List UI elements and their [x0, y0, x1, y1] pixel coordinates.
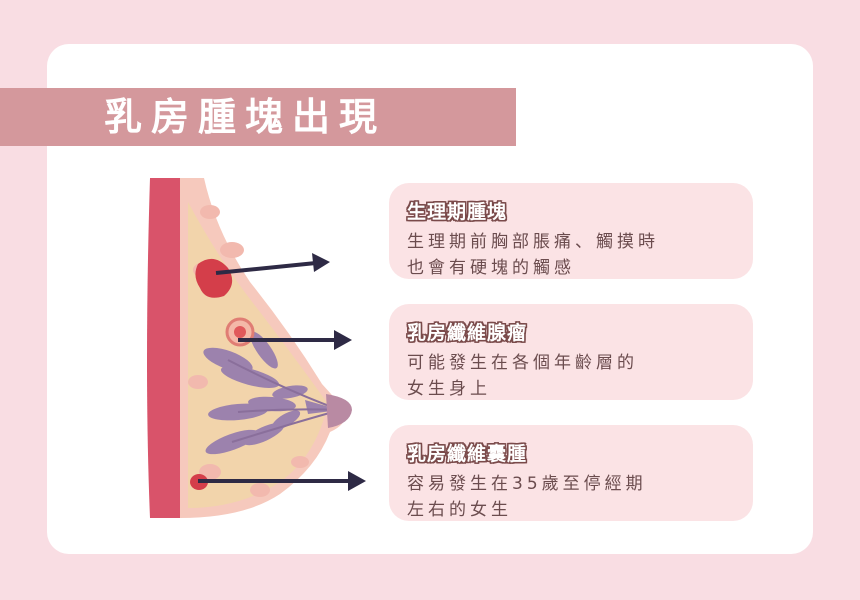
info-box-text: 可能發生在各個年齡層的	[407, 353, 638, 373]
info-box-menstrual-lump: 生理期腫塊 生理期前胸部脹痛、觸摸時 也會有硬塊的觸感	[389, 183, 753, 279]
nipple	[326, 394, 352, 428]
info-box-fibrocystic: 乳房纖維囊腫 容易發生在35歲至停經期 左右的女生	[389, 425, 753, 521]
chest-wall	[147, 178, 182, 518]
info-box-text: 容易發生在35歲至停經期	[407, 474, 647, 494]
info-box-text: 左右的女生	[407, 500, 512, 520]
title-banner	[0, 88, 516, 146]
lump-menstrual	[195, 258, 233, 298]
page-title: 乳房腫塊出現	[104, 95, 387, 139]
info-box-text: 也會有硬塊的觸感	[407, 258, 575, 278]
breast-anatomy-illustration	[147, 178, 366, 518]
info-box-title: 生理期腫塊	[407, 201, 508, 223]
info-box-title: 乳房纖維腺瘤	[407, 322, 528, 344]
info-box-text: 生理期前胸部脹痛、觸摸時	[407, 232, 659, 252]
info-box-fibroadenoma: 乳房纖維腺瘤 可能發生在各個年齡層的 女生身上	[389, 304, 753, 400]
info-box-title: 乳房纖維囊腫	[407, 443, 528, 465]
pointer-arrows	[198, 253, 366, 491]
info-box-text: 女生身上	[407, 379, 491, 399]
